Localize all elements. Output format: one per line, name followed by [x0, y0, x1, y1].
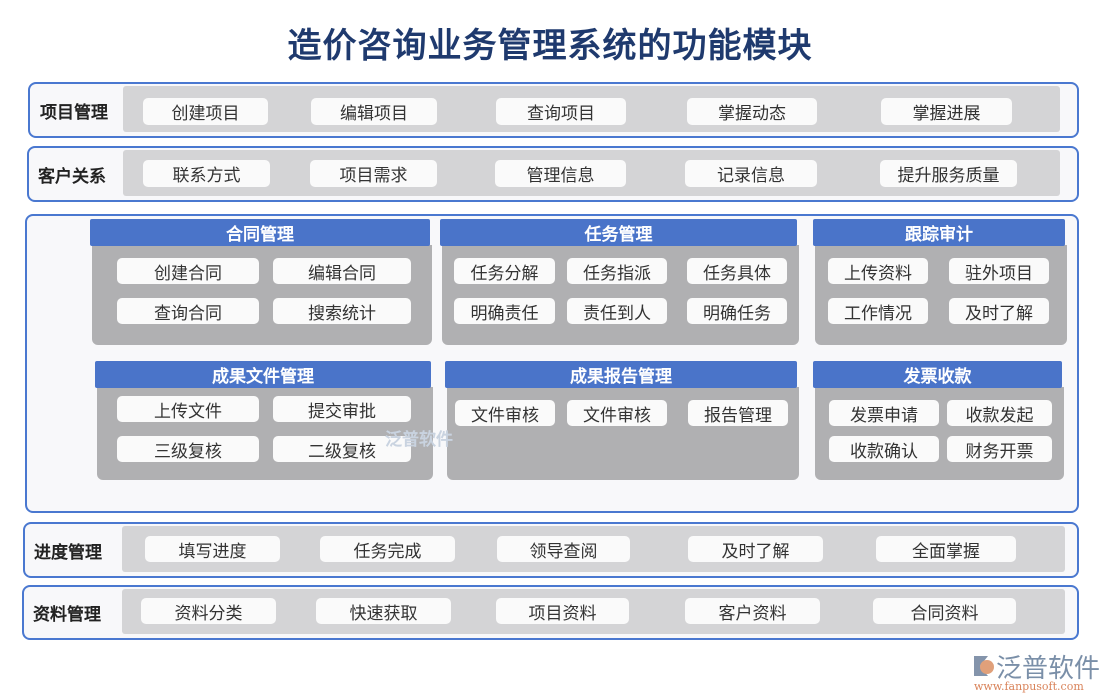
module-title: 成果报告管理	[445, 361, 797, 388]
logo-name: 泛普软件	[996, 654, 1100, 684]
row-item-button[interactable]: 提升服务质量	[880, 160, 1017, 187]
row-item-button[interactable]: 记录信息	[685, 160, 817, 187]
module-item-button[interactable]: 财务开票	[947, 436, 1052, 462]
row-item-button[interactable]: 编辑项目	[311, 98, 437, 125]
module-item-button[interactable]: 查询合同	[117, 298, 259, 324]
row-item-button[interactable]: 客户资料	[685, 598, 820, 624]
row-item-button[interactable]: 掌握进展	[881, 98, 1012, 125]
row-item-button[interactable]: 快速获取	[316, 598, 451, 624]
module-item-button[interactable]: 任务分解	[454, 258, 555, 284]
row-item-button[interactable]: 创建项目	[143, 98, 268, 125]
row-label: 项目管理	[40, 102, 108, 123]
module-item-button[interactable]: 驻外项目	[949, 258, 1049, 284]
row-label: 客户关系	[38, 166, 106, 187]
module-item-button[interactable]: 编辑合同	[273, 258, 411, 284]
module-item-button[interactable]: 文件审核	[455, 400, 555, 426]
module-item-button[interactable]: 三级复核	[117, 436, 259, 462]
row-item-button[interactable]: 项目资料	[496, 598, 629, 624]
module-item-button[interactable]: 创建合同	[117, 258, 259, 284]
row-label: 进度管理	[34, 542, 102, 563]
module-title: 成果文件管理	[95, 361, 431, 388]
module-item-button[interactable]: 任务指派	[567, 258, 667, 284]
module-item-button[interactable]: 责任到人	[567, 298, 667, 324]
module-item-button[interactable]: 提交审批	[273, 396, 411, 422]
logo-url: www.fanpusoft.com	[974, 680, 1084, 693]
module-item-button[interactable]: 明确任务	[687, 298, 787, 324]
logo-icon	[974, 656, 994, 676]
module-item-button[interactable]: 收款发起	[947, 400, 1052, 426]
module-title: 合同管理	[90, 219, 430, 246]
row-item-button[interactable]: 填写进度	[145, 536, 280, 562]
module-title: 发票收款	[813, 361, 1062, 388]
module-item-button[interactable]: 二级复核	[273, 436, 411, 462]
row-item-button[interactable]: 项目需求	[310, 160, 437, 187]
row-item-button[interactable]: 任务完成	[320, 536, 455, 562]
row-item-button[interactable]: 资料分类	[141, 598, 276, 624]
module-title: 任务管理	[440, 219, 797, 246]
module-item-button[interactable]: 文件审核	[567, 400, 667, 426]
row-item-button[interactable]: 查询项目	[496, 98, 626, 125]
row-item-button[interactable]: 及时了解	[688, 536, 823, 562]
module-item-button[interactable]: 明确责任	[454, 298, 555, 324]
watermark: 泛普软件	[385, 430, 453, 450]
module-item-button[interactable]: 搜索统计	[273, 298, 411, 324]
page-title: 造价咨询业务管理系统的功能模块	[287, 26, 813, 66]
module-item-button[interactable]: 发票申请	[829, 400, 939, 426]
row-item-button[interactable]: 联系方式	[143, 160, 270, 187]
row-item-button[interactable]: 领导查阅	[497, 536, 630, 562]
module-item-button[interactable]: 工作情况	[828, 298, 928, 324]
module-item-button[interactable]: 收款确认	[829, 436, 939, 462]
row-item-button[interactable]: 掌握动态	[687, 98, 817, 125]
module-item-button[interactable]: 上传资料	[828, 258, 928, 284]
row-label: 资料管理	[33, 605, 101, 625]
module-item-button[interactable]: 报告管理	[688, 400, 788, 426]
module-title: 跟踪审计	[813, 219, 1065, 246]
row-item-button[interactable]: 合同资料	[873, 598, 1016, 624]
row-item-button[interactable]: 管理信息	[495, 160, 626, 187]
module-item-button[interactable]: 上传文件	[117, 396, 259, 422]
module-item-button[interactable]: 任务具体	[687, 258, 787, 284]
module-item-button[interactable]: 及时了解	[949, 298, 1049, 324]
row-item-button[interactable]: 全面掌握	[876, 536, 1016, 562]
